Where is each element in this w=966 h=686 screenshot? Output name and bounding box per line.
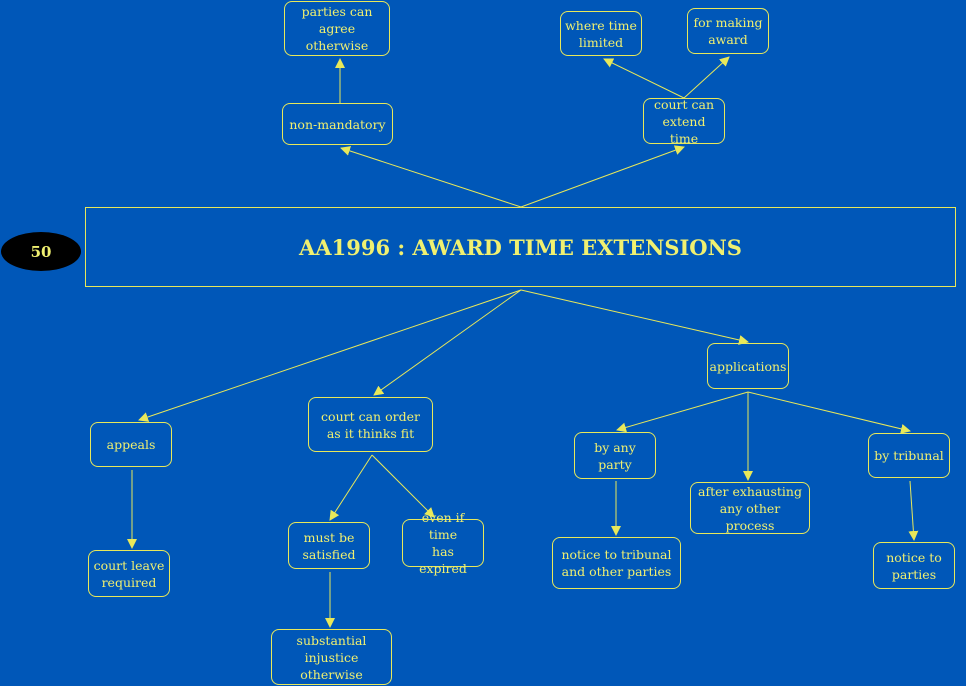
node-even-if-time-has-expired: even if time has expired <box>402 510 484 576</box>
edge-title-to-non-mandatory <box>340 146 522 208</box>
node-notice-to-tribunal: notice to tribunal and other parties <box>552 537 681 589</box>
node-by-tribunal: by tribunal <box>868 433 950 478</box>
node-where-time-limited: where time limited <box>560 11 642 56</box>
node-court-leave-required: court leave required <box>88 550 170 597</box>
node-by-any-party: by any party <box>574 432 656 479</box>
node-parties-can-agree-otherwise: parties can agree otherwise <box>284 1 390 56</box>
edge-applications-to-by-tribunal <box>747 391 911 434</box>
edge-title-to-applications <box>520 289 749 345</box>
node-non-mandatory: non-mandatory <box>282 103 393 145</box>
edge-title-to-court-order <box>373 289 522 396</box>
node-for-making-award: for making award <box>687 8 769 54</box>
node-applications: applications <box>707 343 789 389</box>
edge-court-order-to-must-be <box>329 454 373 521</box>
node-after-exhausting: after exhausting any other process <box>690 482 810 534</box>
node-substantial-injustice: substantial injustice otherwise <box>271 629 392 685</box>
page-number-badge: 50 <box>1 232 81 271</box>
node-appeals: appeals <box>90 422 172 467</box>
edge-title-to-appeals <box>138 289 522 422</box>
node-court-can-order: court can order as it thinks fit <box>308 397 433 452</box>
node-must-be-satisfied: must be satisfied <box>288 522 370 569</box>
diagram-title: AA1996 : AWARD TIME EXTENSIONS <box>85 207 956 287</box>
node-court-can-extend-time: court can extend time <box>643 97 725 146</box>
edge-court-extend-to-making-award <box>683 56 730 99</box>
edge-by-tribunal-to-notice-parties <box>908 480 919 541</box>
edge-title-to-court-extend <box>520 145 685 208</box>
node-notice-to-parties: notice to parties <box>873 542 955 589</box>
edge-applications-to-by-any-party <box>616 391 749 433</box>
edge-court-order-to-even-if <box>371 454 435 518</box>
edge-court-extend-to-where-time <box>603 58 685 99</box>
